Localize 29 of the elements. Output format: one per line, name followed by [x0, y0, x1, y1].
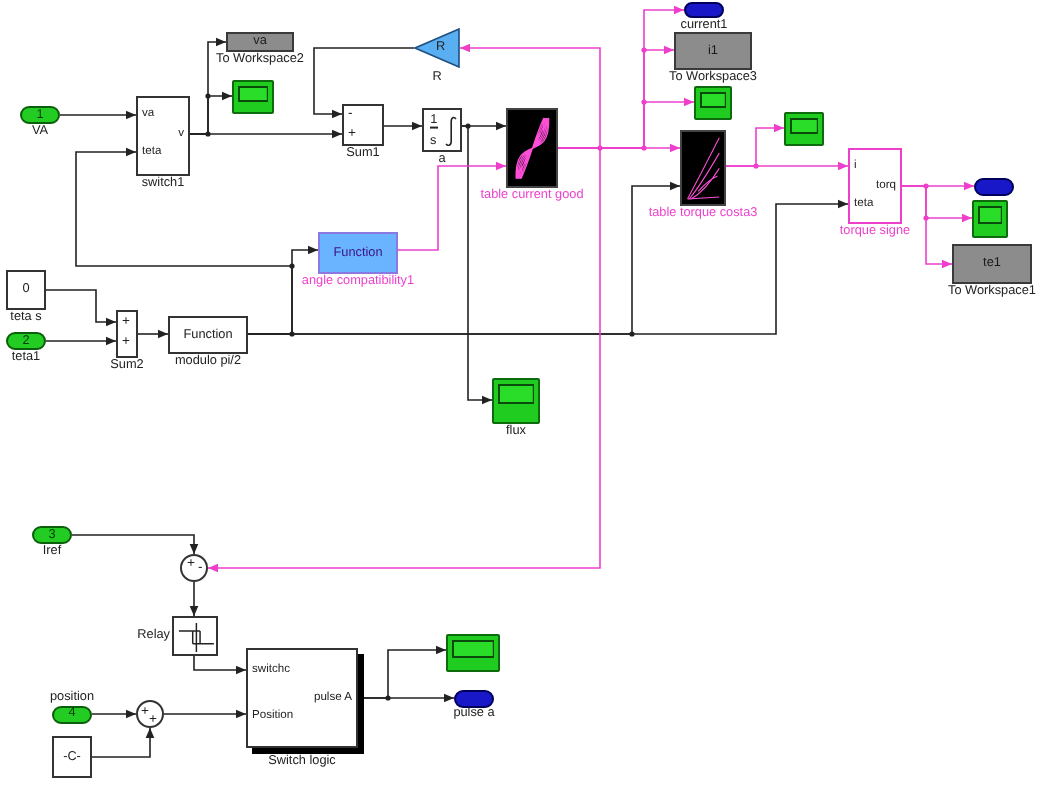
signal-arrow — [189, 129, 343, 139]
signal-arrow — [461, 125, 493, 405]
scope-block — [694, 86, 732, 120]
sum-circle — [136, 700, 164, 728]
signal-arrow — [725, 161, 849, 171]
signal-arrow — [383, 121, 423, 131]
outport-block — [974, 177, 1014, 195]
signal-arrow — [557, 97, 695, 149]
signal-arrow — [91, 709, 137, 719]
signal-arrow — [91, 727, 155, 758]
signal-arrow — [59, 110, 137, 120]
constant-block — [52, 736, 92, 778]
scope-block — [972, 200, 1008, 238]
signal-arrow — [459, 43, 601, 149]
signal-arrow — [163, 709, 247, 719]
signal-arrow — [193, 655, 247, 675]
scope-block — [784, 112, 824, 146]
scope-block — [232, 80, 274, 114]
signal-arrow — [397, 161, 507, 251]
signal-arrow — [313, 47, 415, 119]
signal-arrow — [45, 289, 117, 327]
signal-arrow — [901, 185, 953, 269]
signal-arrow — [71, 534, 199, 555]
signal-arrow — [45, 336, 117, 346]
sum-circle — [180, 554, 208, 582]
signal-arrow — [189, 581, 199, 617]
scope-block — [446, 634, 500, 672]
signal-arrow — [207, 147, 601, 573]
signal-arrow — [137, 329, 169, 339]
